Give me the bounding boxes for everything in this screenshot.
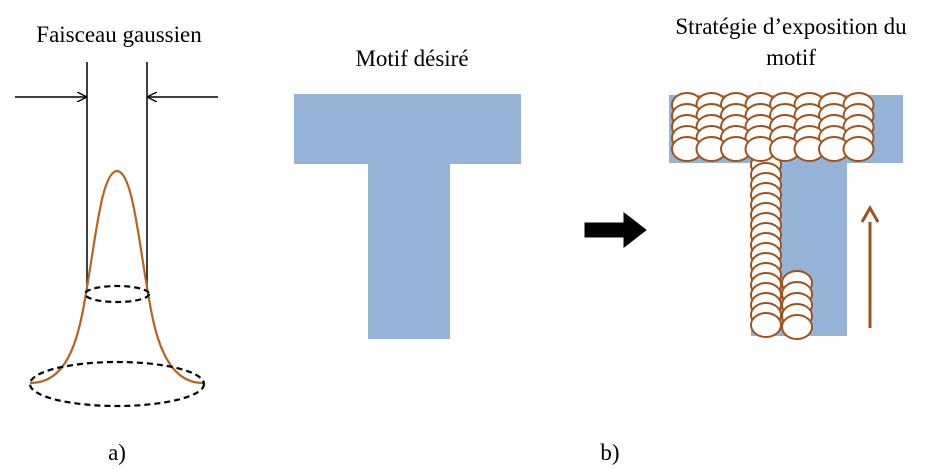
beam-waist-ellipse: [83, 284, 151, 304]
beam-base-ellipse: [28, 360, 206, 408]
gaussian-beam-panel: Faisceau gaussien a): [15, 22, 218, 465]
scan-direction-arrow: [860, 204, 880, 328]
up-arrowhead: [860, 204, 880, 223]
exposure-spots: [671, 92, 875, 340]
gaussian-beam-title: Faisceau gaussien: [36, 22, 202, 47]
exposure-spot: [781, 314, 813, 340]
t-shape-pattern: [294, 94, 521, 339]
panel-a-label: a): [108, 440, 126, 465]
exposure-strategy-title-line2: motif: [766, 45, 816, 70]
desired-pattern-panel: Motif désiré: [294, 46, 521, 339]
exposure-spot: [750, 312, 782, 338]
transition-arrow: [584, 211, 647, 249]
panel-b-label: b): [600, 440, 619, 465]
desired-pattern-title: Motif désiré: [355, 46, 468, 71]
exposure-spot: [842, 136, 875, 162]
right-arrow-icon: [584, 211, 647, 249]
exposure-strategy-panel: Stratégie d’exposition du motif b): [600, 14, 907, 465]
gaussian-profile-curve: [29, 169, 204, 385]
exposure-strategy-title-line1: Stratégie d’exposition du: [675, 14, 907, 39]
